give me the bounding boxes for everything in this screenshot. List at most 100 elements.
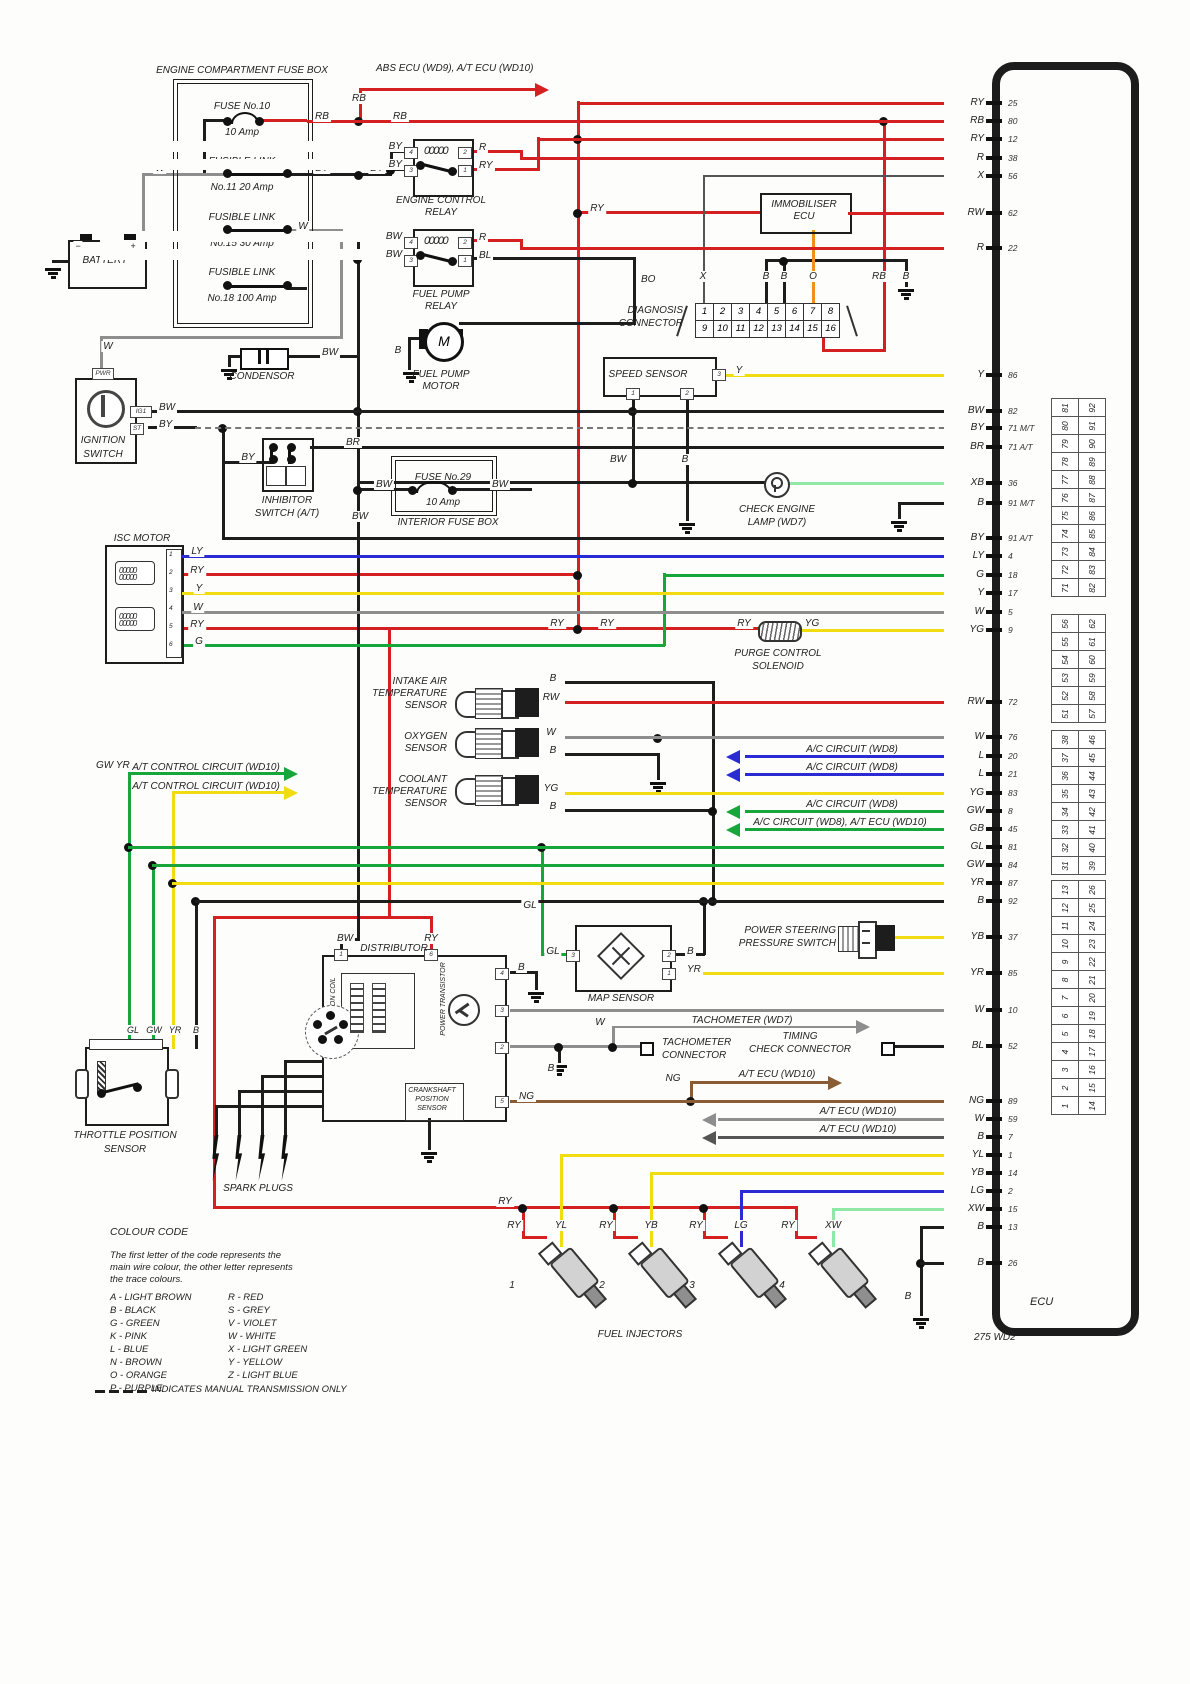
wire-segment [535,971,538,990]
ecu-pin-stub [984,373,1002,377]
motor-terminal [419,329,428,349]
tps-ear [165,1069,179,1099]
diagram-label: XW [822,1220,844,1231]
diagram-label: SPARK PLUGS [223,1183,293,1194]
ignition-coil-winding [350,983,364,1033]
connector-tab: 2 [458,147,472,159]
diagram-label: SENSOR [103,1144,147,1155]
relay-contact [448,257,457,266]
diagram-label: YG [541,783,561,794]
ecu-pin-number: 9 [1008,625,1013,635]
diagram-label: POSITION [415,1096,449,1103]
diagram-label: RB [870,271,888,282]
ecu-pin-wire-label: B [944,895,986,906]
wire-segment [765,259,768,305]
ecu-pin-wire-label: YG [944,624,986,635]
connector-tab: 6 [424,949,438,961]
diagram-label: BW [157,402,178,413]
ecu-pin-wire [663,574,985,577]
ecu-pin-wire-label: L [944,768,986,779]
wire-segment [613,1236,638,1239]
ecu-pin-wire-label: BL [944,1040,986,1051]
wire-segment [703,176,705,305]
wire-segment [100,336,103,370]
diagram-label: A/T ECU (WD10) [819,1124,897,1135]
ecu-grid-cell: 39 [1078,856,1106,875]
isc-pin-number: 3 [169,587,173,594]
ecu-pin-stub [984,246,1002,250]
connector-tab: 4 [495,968,509,980]
diagram-label: BY [100,159,404,170]
ecu-pin-number: 8 [1008,806,1013,816]
fusible-link-line [227,229,287,232]
isc-coil [115,607,155,631]
ground-symbol [891,521,907,524]
ecu-grid-cell: 82 [1078,578,1106,597]
diagram-label: 10 Amp [425,497,461,508]
diagram-label: 10 Amp [224,127,260,138]
diagram-label: CHECK ENGINE [738,504,816,515]
wire-segment [152,863,155,1049]
wire-segment [261,1075,322,1078]
junction-dot [628,479,637,488]
diagram-label: DISTRIBUTOR [360,943,428,954]
inhibitor-contact [287,455,296,464]
ecu-pin-number: 82 [1008,406,1018,416]
ecu-pin-wire-label: YR [944,967,986,978]
diagram-label: ISC MOTOR [113,533,171,544]
ground-symbol [916,1322,926,1325]
ecu-pin-number: 59 [1008,1114,1018,1124]
power-transistor-symbol [448,994,480,1026]
wire-segment [565,753,659,756]
diagram-label: B [392,345,404,356]
arrowhead-right [535,83,549,97]
diagnosis-connector-cell: 4 [749,303,768,321]
inhibitor-contact [269,455,278,464]
connector-tab: 1 [662,968,676,980]
ecu-pin-number: 12 [1008,134,1018,144]
wire-segment [520,150,523,160]
wire-segment [783,259,786,305]
ecu-pin-stub [984,481,1002,485]
isc-coil-loops: 00000 [119,566,137,575]
ecu-pin-stub [984,1044,1002,1048]
ecu-pin-number: 72 [1008,697,1018,707]
diagram-label: ENGINE CONTROL [395,195,487,206]
diagram-label: TIMING [782,1031,818,1042]
ecu-pin-wire-label: XW [944,1203,986,1214]
diagram-label: B [900,271,912,282]
ecu-pin-stub [984,156,1002,160]
inhibitor-bar [270,450,273,464]
sheet-code: 275 WD2 [974,1332,1016,1343]
connector-tab: 2 [662,950,676,962]
diagram-label: FUEL INJECTORS [597,1329,683,1340]
pss-dash [862,930,870,932]
connector-tab: 1 [458,165,472,177]
ecu-pin-stub [984,1171,1002,1175]
diagram-label: MAP SENSOR [587,993,655,1004]
ecu-pin-wire [650,1172,985,1175]
ecu-pin-stub [984,101,1002,105]
colour-code-entry: P - PURPLE [110,1383,163,1394]
ecu-pin-number: 84 [1008,860,1018,870]
ecu-pin-wire-label: W [944,1004,986,1015]
sensor-connector [515,688,539,717]
ecu-pin-wire [788,482,985,485]
ecu-pin-wire-label: GB [944,823,986,834]
wire-segment [359,88,535,91]
wire-segment [180,627,759,630]
ecu-pin-stub [984,610,1002,614]
diagram-label: B [547,673,559,684]
ecu-pin-stub [984,211,1002,215]
ecu-pin-stub [984,863,1002,867]
wire-segment [459,322,635,325]
ground-symbol [684,531,690,534]
ecu-pin-wire-label: RY [944,97,986,108]
isc-coil-loops: 00000 [119,573,137,582]
ecu-pin-wire [690,972,985,975]
diagram-label: CHECK CONNECTOR [748,1044,852,1055]
colour-code-entry: V - VIOLET [228,1318,277,1329]
ecu-pin-wire-label: BW [944,405,986,416]
ecu-pin-wire-label: YB [944,931,986,942]
wire-segment [142,173,145,242]
